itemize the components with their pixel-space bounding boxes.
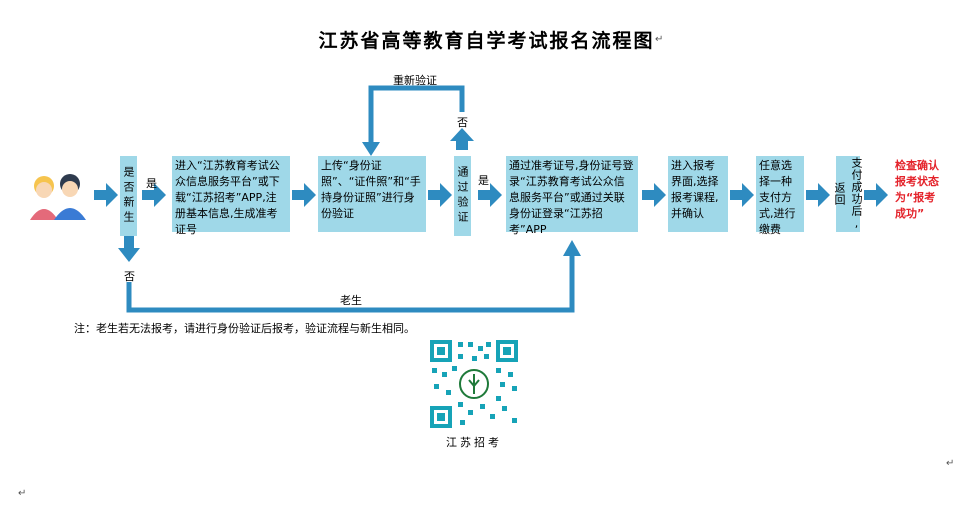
- arrow-1: [94, 183, 118, 207]
- verify-pass-box: 通过验证: [454, 156, 471, 236]
- students-illustration: [26, 170, 90, 220]
- new-student-no-arrow: [118, 236, 140, 262]
- enter-platform-box: 进入“江苏教育考试公众信息服务平台”或下载“江苏招考”APP,注册基本信息,生成…: [172, 156, 290, 232]
- arrow-3: [292, 183, 316, 207]
- qr-caption: 江苏招考: [428, 434, 520, 450]
- arrow-6: [642, 183, 666, 207]
- arrow-9: [864, 183, 888, 207]
- payment-box: 任意选择一种支付方式,进行缴费: [756, 156, 804, 232]
- upload-id-box: 上传“身份证照”、“证件照”和“手持身份证照”进行身份验证: [318, 156, 426, 232]
- paragraph-mark: ↵: [18, 488, 26, 499]
- footnote: 注：老生若无法报考，请进行身份验证后报考，验证流程与新生相同。: [74, 320, 415, 336]
- qr-code: [428, 338, 520, 430]
- verify-no-arrow: [450, 128, 474, 150]
- arrow-7: [730, 183, 754, 207]
- select-course-box: 进入报考界面,选择报考课程,并确认: [668, 156, 728, 232]
- reverify-loop-line: [371, 88, 462, 148]
- is-new-student-box: 是否新生: [120, 156, 137, 236]
- no-label-verify: 否: [457, 114, 468, 130]
- reverify-arrow-head: [362, 142, 380, 156]
- no-label-new: 否: [124, 268, 135, 284]
- payment-success-box: 支付成功后,返回: [836, 156, 860, 232]
- check-status-box: 检查确认报考状态为“报考成功”: [892, 156, 944, 232]
- yes-label-verify: 是: [478, 172, 489, 188]
- paragraph-mark: ↵: [946, 458, 954, 469]
- reverify-label: 重新验证: [393, 72, 437, 88]
- old-student-label: 老生: [340, 292, 362, 308]
- old-student-arrow-head: [563, 240, 581, 256]
- arrow-8: [806, 183, 830, 207]
- login-box: 通过准考证号,身份证号登录“江苏教育考试公众信息服务平台”或通过关联身份证登录“…: [506, 156, 638, 232]
- yes-label-new: 是: [146, 175, 157, 191]
- arrow-4: [428, 183, 452, 207]
